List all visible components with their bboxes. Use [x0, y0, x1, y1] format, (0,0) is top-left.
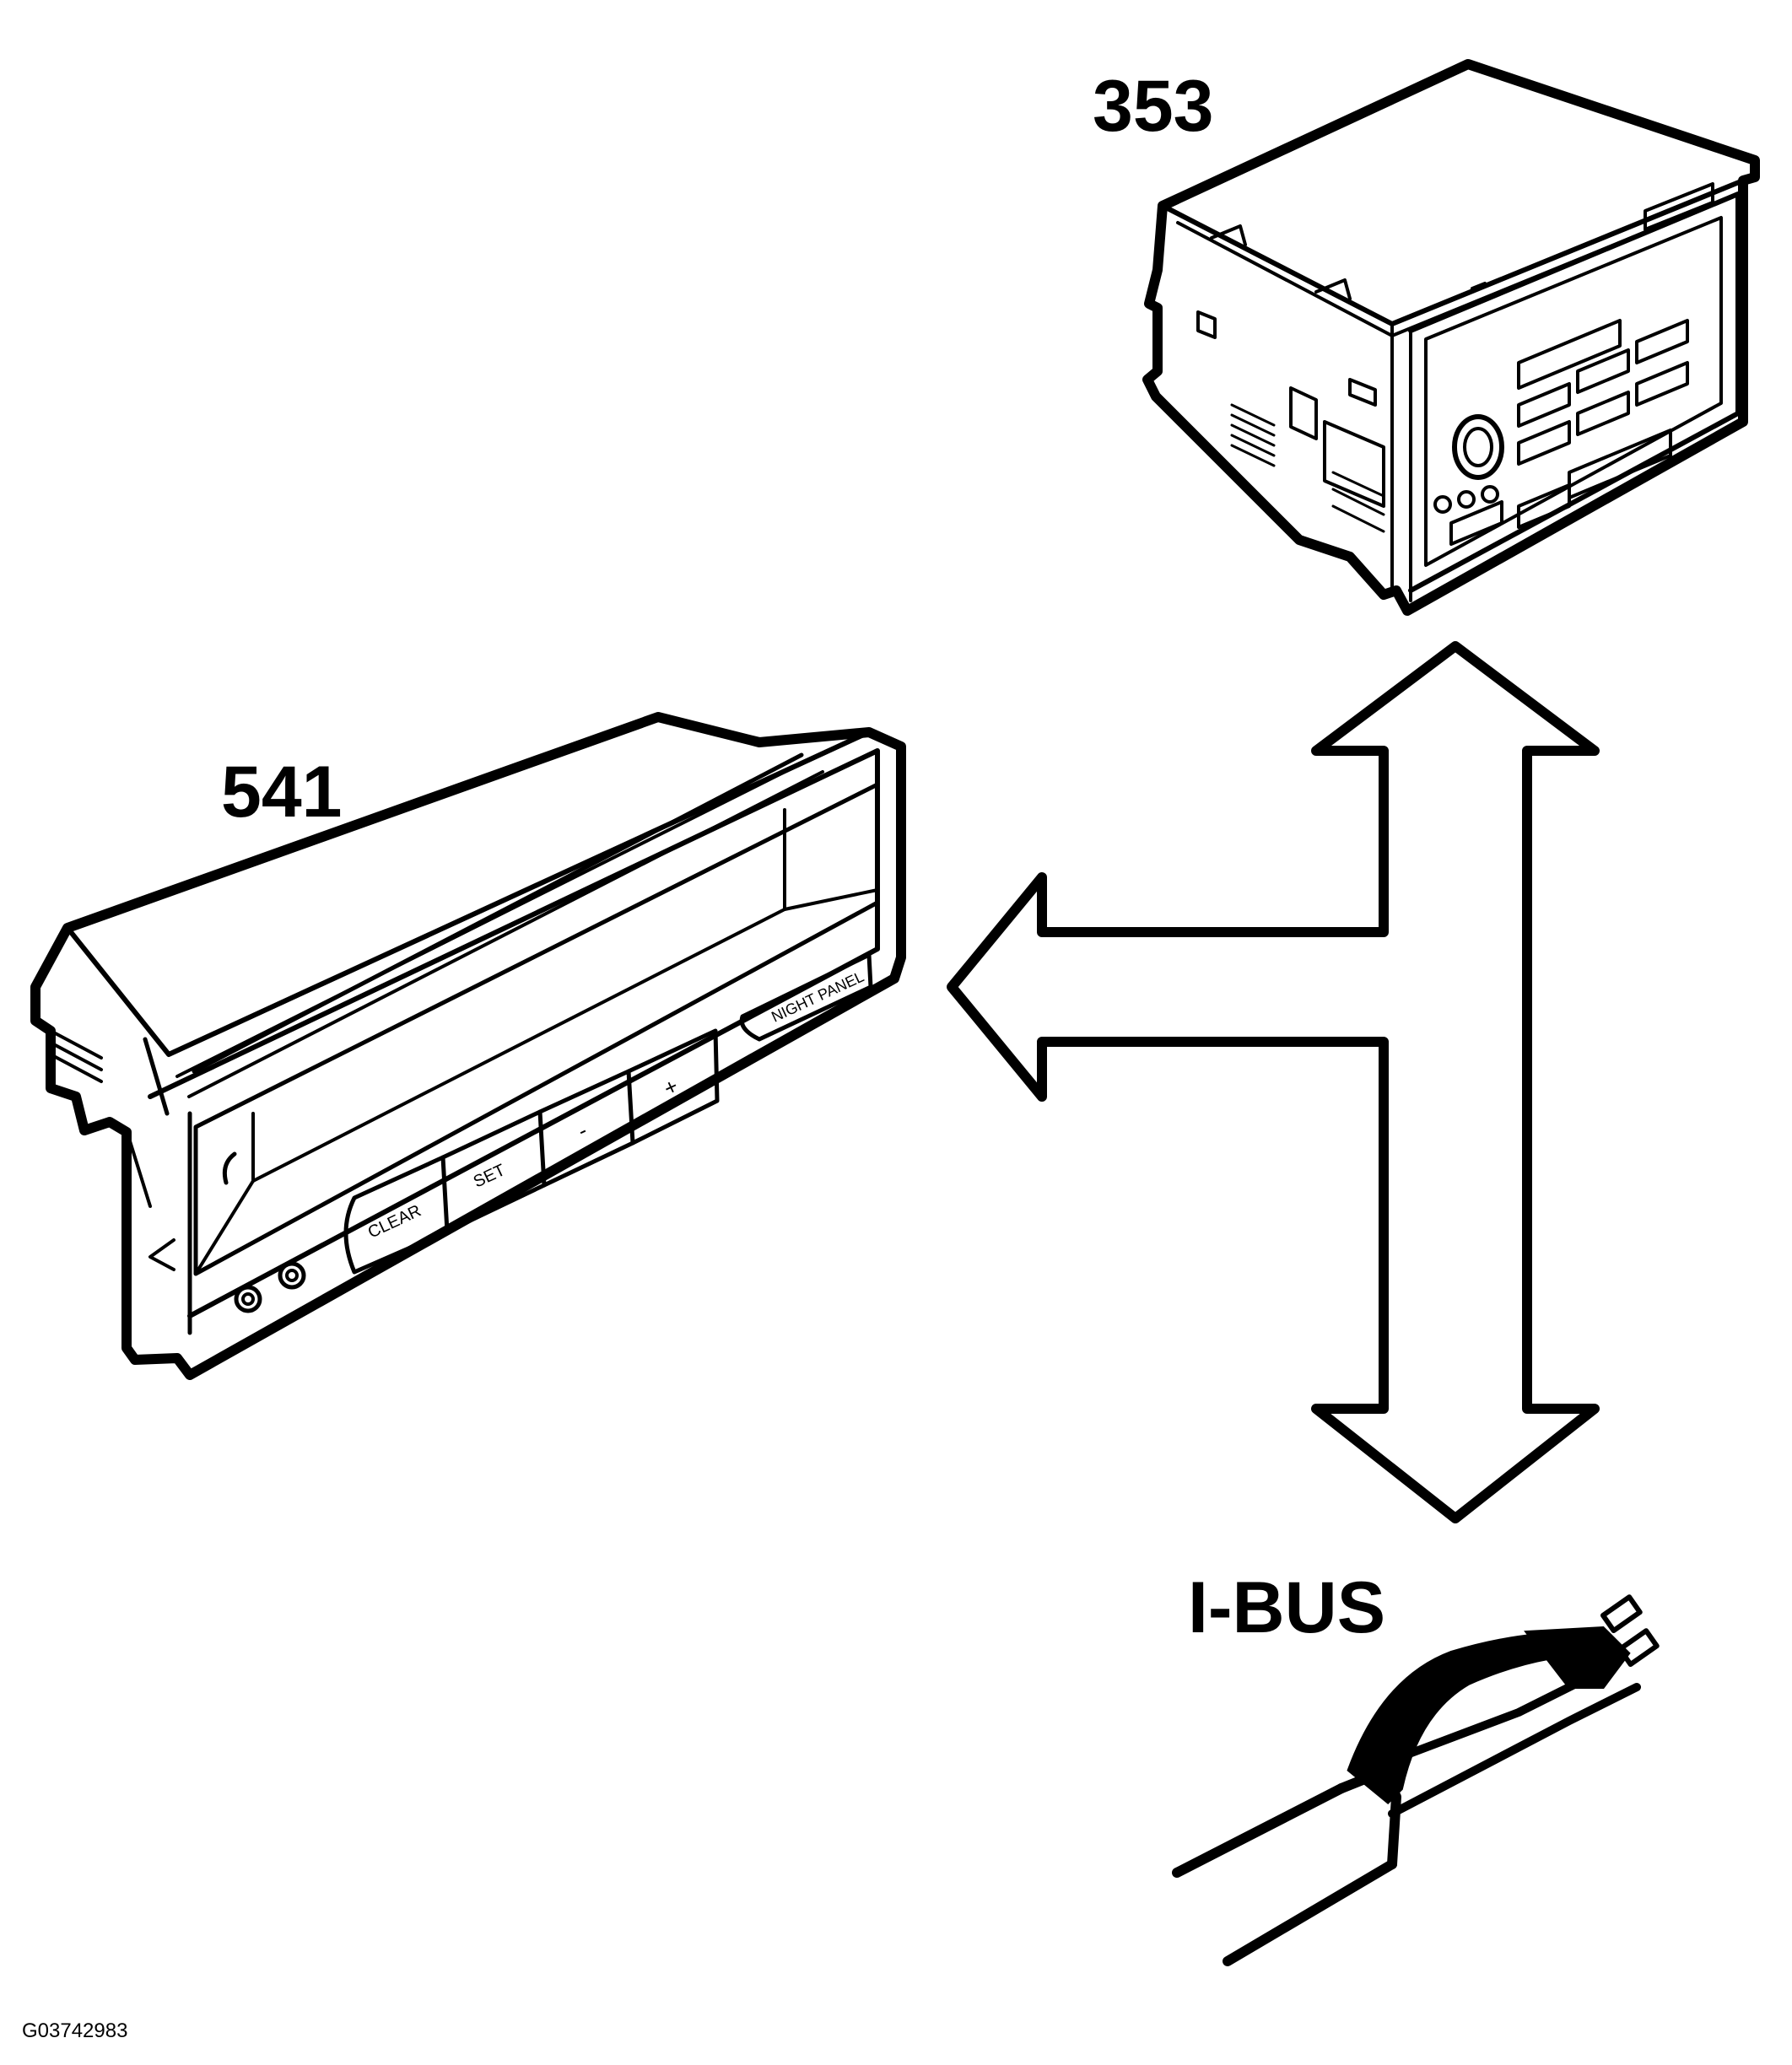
radio-unit-353 — [1142, 59, 1760, 616]
plus-button-label: + — [660, 1073, 682, 1102]
night-panel-button — [739, 952, 873, 1042]
figure-id: G03742983 — [22, 2019, 127, 2042]
set-button — [440, 1109, 547, 1234]
plus-button — [626, 1028, 720, 1146]
minus-button-label: - — [574, 1118, 591, 1144]
radio-unit-353-label: 353 — [1093, 66, 1214, 147]
minus-button — [537, 1069, 635, 1188]
bus-arrows — [947, 641, 1600, 1523]
ibus-label: I-BUS — [1188, 1567, 1385, 1648]
display-panel-541-label: 541 — [221, 752, 343, 833]
clear-button — [343, 1155, 450, 1275]
ibus-cable-icon — [1172, 1594, 1660, 1966]
display-panel-541: CLEAR SET - + NIGHT PANEL — [30, 712, 906, 1380]
